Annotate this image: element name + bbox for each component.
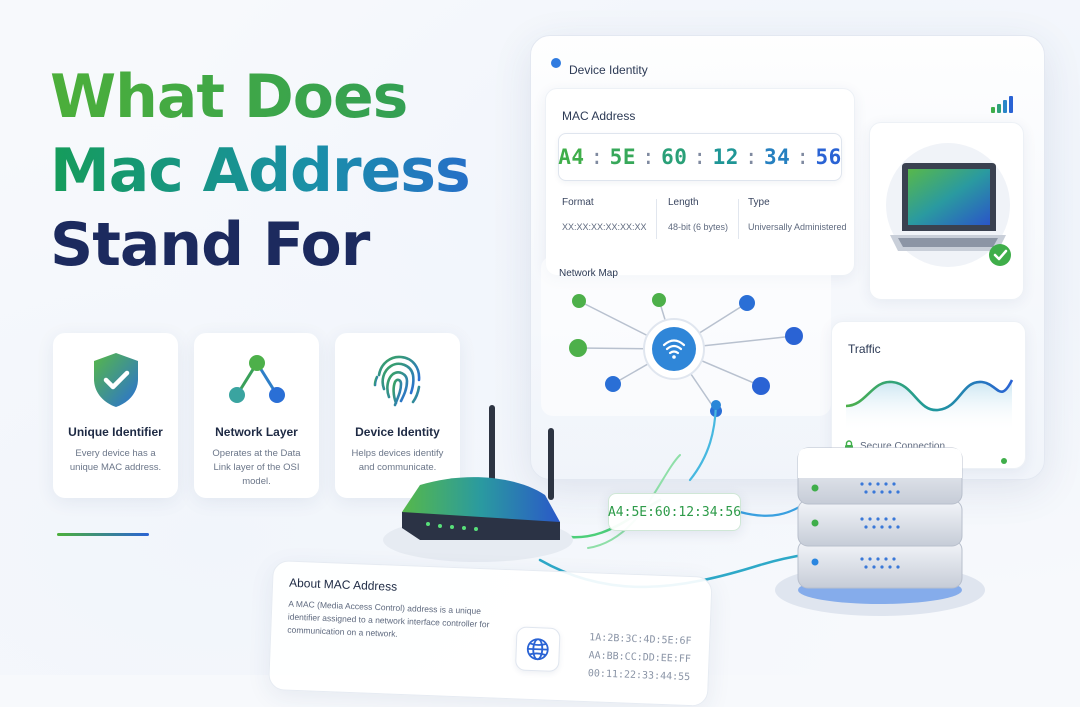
- signal-bars-icon: [991, 96, 1013, 113]
- type-label: Type: [748, 197, 770, 208]
- format-info: Format XX:XX:XX:XX:XX:XX: [562, 197, 647, 232]
- network-map-card: Network Map: [541, 256, 831, 417]
- page-title: What Does Mac Address Stand For: [50, 60, 530, 282]
- mac-address-list: 1A:2B:3C:4D:5E:6F AA:BB:CC:DD:EE:FF 00:1…: [588, 629, 692, 687]
- feature-card-device-identity: Device Identity Helps devices identify a…: [335, 333, 460, 498]
- secure-connection-label: Secure Connection: [860, 440, 946, 452]
- length-info: Length 48-bit (6 bytes): [668, 197, 728, 232]
- type-value: Universally Administered: [748, 222, 847, 232]
- type-info: Type Universally Administered: [748, 197, 847, 232]
- feature-card-network-layer: Network Layer Operates at the Data Link …: [194, 333, 319, 498]
- mac-separator: :: [590, 145, 604, 169]
- globe-button[interactable]: [514, 626, 561, 673]
- laptop-device-card: [869, 122, 1024, 300]
- cable-node: [711, 400, 721, 410]
- mac-octet: 60: [661, 145, 688, 169]
- router-icon: [383, 405, 573, 562]
- divider-line: [738, 199, 739, 239]
- feature-title: Unique Identifier: [68, 425, 163, 439]
- length-value: 48-bit (6 bytes): [668, 222, 729, 232]
- list-item: 00:11:22:33:44:55: [587, 668, 691, 684]
- mac-octet: 56: [815, 145, 842, 169]
- mac-separator: :: [796, 145, 810, 169]
- title-line-2: Mac Address: [50, 134, 530, 208]
- hardware-illustration: [383, 400, 985, 616]
- feature-title: Device Identity: [355, 425, 440, 439]
- format-value: XX:XX:XX:XX:XX:XX: [562, 222, 647, 232]
- mac-separator: :: [693, 145, 707, 169]
- wifi-icon: [662, 339, 686, 355]
- panel-title: Device Identity: [569, 63, 648, 77]
- feature-desc: Operates at the Data Link layer of the O…: [212, 448, 301, 487]
- mac-separator: :: [641, 145, 656, 169]
- device-identity-panel: Device Identity MAC Address A4 : 5E : 60…: [530, 35, 1045, 480]
- mac-address-card: MAC Address A4 : 5E : 60 : 12 : 34 : 56 …: [545, 88, 855, 276]
- laptop-icon: [886, 143, 1011, 267]
- network-map-diagram: [569, 293, 803, 417]
- mac-separator: :: [744, 145, 759, 169]
- about-description: A MAC (Media Access Control) address is …: [287, 598, 490, 639]
- shield-check-icon: [93, 353, 138, 407]
- traffic-wave-chart: [845, 379, 1014, 432]
- feature-card-unique-identifier: Unique Identifier Every device has a uni…: [53, 333, 178, 498]
- traffic-card: Traffic Secure Connection: [831, 321, 1026, 469]
- title-line-1: What Does: [50, 60, 530, 134]
- mac-address-value: A4 : 5E : 60 : 12 : 34 : 56: [558, 133, 842, 181]
- server-stack-icon: [775, 447, 985, 616]
- globe-icon: [526, 638, 549, 661]
- feature-title: Network Layer: [215, 425, 298, 439]
- mac-octet: 5E: [609, 145, 636, 169]
- cable: [688, 403, 718, 482]
- network-map-label: Network Map: [559, 268, 618, 279]
- about-title: About MAC Address: [288, 575, 398, 594]
- accent-divider: [57, 533, 149, 536]
- mac-octet: 12: [712, 145, 739, 169]
- about-mac-card: About MAC Address A MAC (Media Access Co…: [268, 560, 713, 707]
- network-nodes-icon: [228, 355, 285, 403]
- mac-octet: 34: [764, 145, 791, 169]
- format-label: Format: [562, 197, 594, 208]
- traffic-label: Traffic: [848, 342, 881, 356]
- status-dot: [551, 58, 561, 68]
- length-label: Length: [668, 197, 699, 208]
- title-line-3: Stand For: [50, 210, 370, 280]
- feature-desc: Helps devices identify and communicate.: [351, 448, 444, 473]
- mac-address-label: MAC Address: [562, 109, 636, 123]
- divider-line: [656, 199, 657, 239]
- mac-octet: A4: [558, 145, 585, 169]
- online-dot: [1001, 458, 1007, 464]
- fingerprint-icon: [373, 355, 420, 407]
- feature-desc: Every device has a unique MAC address.: [69, 448, 162, 473]
- mac-address-tag: A4:5E:60:12:34:56: [608, 493, 741, 531]
